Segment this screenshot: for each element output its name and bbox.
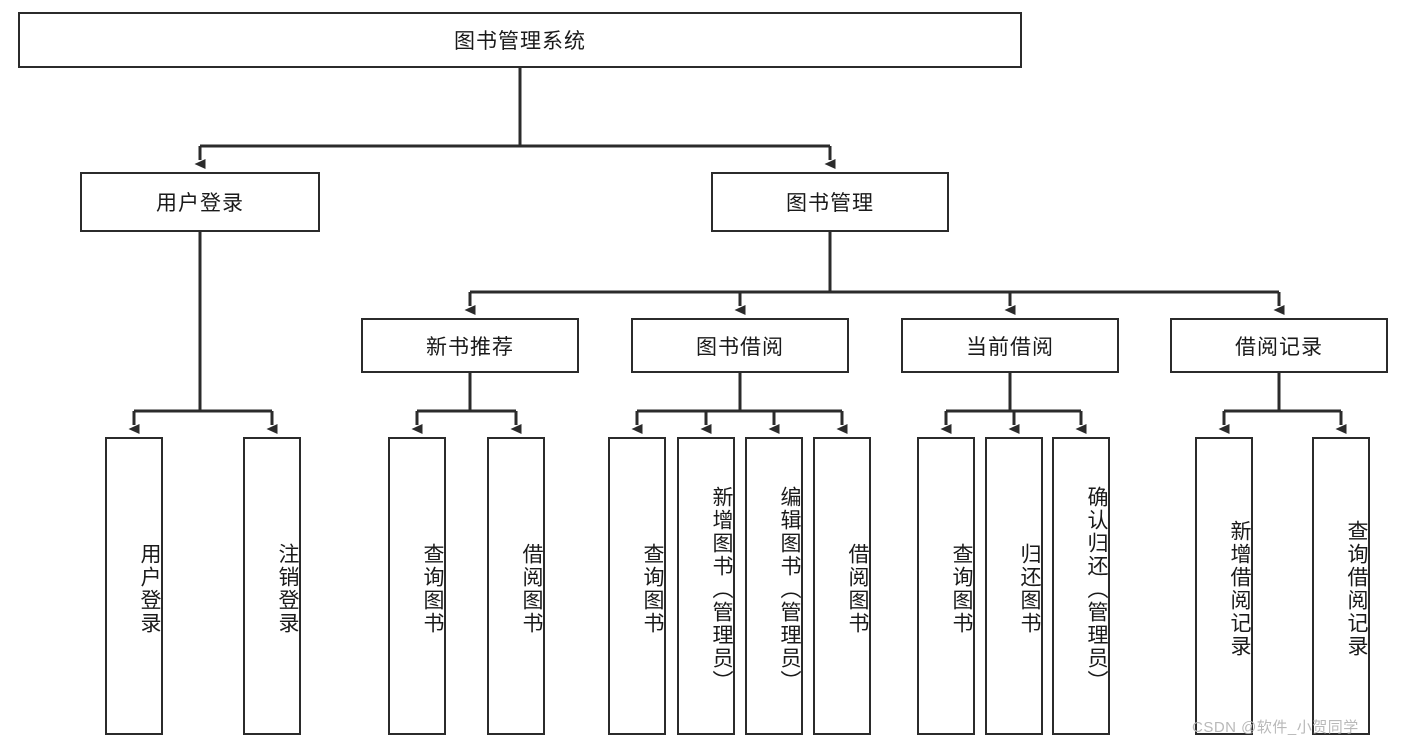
node-label: 注销登录 xyxy=(276,543,299,635)
node-label: 借阅记录 xyxy=(1235,335,1323,359)
node-label: 新书推荐 xyxy=(426,335,514,359)
edge-bus-borrow xyxy=(637,373,842,413)
node-label: 用户登录 xyxy=(138,543,161,635)
node-leaf-return-book[interactable]: 归还图书 xyxy=(985,437,1043,735)
edge-bus-current xyxy=(946,373,1081,413)
node-label: 借阅图书 xyxy=(520,543,543,635)
node-label: 确认归还（管理员） xyxy=(1085,485,1108,693)
node-leaf-add-book[interactable]: 新增图书（管理员） xyxy=(677,437,735,735)
node-label: 查询图书 xyxy=(641,543,664,635)
edge-bus-newbook xyxy=(417,373,516,413)
node-leaf-query-book-2[interactable]: 查询图书 xyxy=(608,437,666,735)
node-label: 新增图书（管理员） xyxy=(710,485,733,693)
edge-bus-bookmgmt xyxy=(470,232,1279,294)
node-label: 当前借阅 xyxy=(966,335,1054,359)
node-label: 用户登录 xyxy=(156,192,244,215)
node-label: 借阅图书 xyxy=(846,543,869,635)
node-label: 图书管理系统 xyxy=(454,30,586,53)
edge-bus-root xyxy=(200,68,830,148)
node-label: 查询图书 xyxy=(421,543,444,635)
node-root[interactable]: 图书管理系统 xyxy=(18,12,1022,68)
node-leaf-logout[interactable]: 注销登录 xyxy=(243,437,301,735)
node-bookmgmt[interactable]: 图书管理 xyxy=(711,172,949,232)
node-newbook[interactable]: 新书推荐 xyxy=(361,318,579,373)
node-leaf-add-record[interactable]: 新增借阅记录 xyxy=(1195,437,1253,735)
node-leaf-borrow-book-1[interactable]: 借阅图书 xyxy=(487,437,545,735)
node-leaf-edit-book[interactable]: 编辑图书（管理员） xyxy=(745,437,803,735)
node-borrow[interactable]: 图书借阅 xyxy=(631,318,849,373)
node-label: 查询图书 xyxy=(950,543,973,635)
node-leaf-confirm-return[interactable]: 确认归还（管理员） xyxy=(1052,437,1110,735)
node-label: 归还图书 xyxy=(1018,543,1041,635)
node-label: 图书借阅 xyxy=(696,335,784,359)
node-label: 图书管理 xyxy=(786,192,874,215)
node-leaf-query-book-3[interactable]: 查询图书 xyxy=(917,437,975,735)
node-leaf-query-record[interactable]: 查询借阅记录 xyxy=(1312,437,1370,735)
csdn-watermark: CSDN @软件_小贺同学 xyxy=(1192,719,1359,736)
edge-bus-records xyxy=(1224,373,1341,413)
node-leaf-query-book-1[interactable]: 查询图书 xyxy=(388,437,446,735)
node-label: 查询借阅记录 xyxy=(1345,520,1368,658)
node-login[interactable]: 用户登录 xyxy=(80,172,320,232)
node-leaf-borrow-book-2[interactable]: 借阅图书 xyxy=(813,437,871,735)
node-label: 新增借阅记录 xyxy=(1228,520,1251,658)
node-current[interactable]: 当前借阅 xyxy=(901,318,1119,373)
edge-bus-login xyxy=(134,232,272,413)
node-leaf-user-login[interactable]: 用户登录 xyxy=(105,437,163,735)
node-label: 编辑图书（管理员） xyxy=(778,485,801,693)
node-records[interactable]: 借阅记录 xyxy=(1170,318,1388,373)
